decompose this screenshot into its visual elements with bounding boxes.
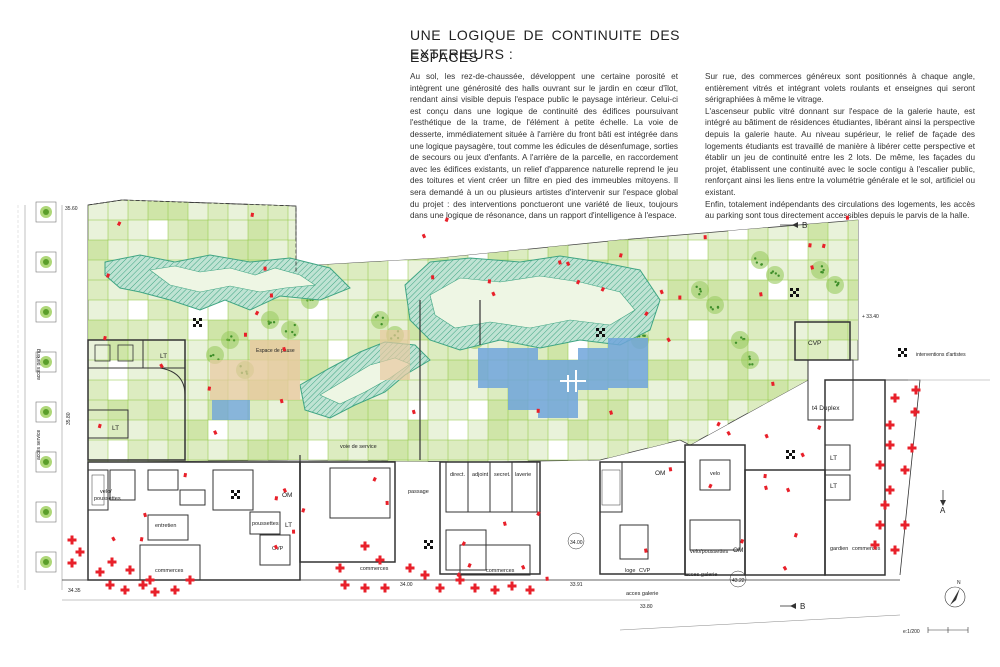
room-label: velo [710,471,720,477]
pause-area: Espace de pause [210,330,410,400]
room-label: gardien [830,546,848,552]
paragraph: Sur rue, des commerces généreux sont pos… [705,72,975,105]
room-label: secret. [494,472,511,478]
section-marker-b-bottom: B [780,602,805,611]
room-label: LT [112,425,119,432]
level-3400: 34.00 [400,582,413,588]
room-label: poussettes [94,496,121,502]
text-column-right: Sur rue, des commerces généreux sont pos… [705,71,975,222]
level-3380: 33.80 [640,604,653,610]
level-4322: 43.22 [732,578,745,584]
svg-text:N: N [957,580,961,586]
stair-hatching [91,469,621,506]
svg-text:B: B [800,602,805,611]
street-label-service: accès service [36,429,42,460]
level-3400b: 34.00 [570,540,583,546]
room-label: poussettes [252,521,279,527]
room-label: commerces [486,568,515,574]
building-left [87,339,186,461]
street-strip: accès parking accès service 35.80 [17,201,72,590]
espace-pause-label: Espace de pause [256,348,295,354]
building-bottom [87,321,886,581]
room-label: loge [625,568,635,574]
room-label: acces galerie [685,572,717,578]
room-label: CVP [808,340,821,347]
paragraph: Enfin, totalement indépendants des circu… [705,199,975,221]
level-3340: + 33.40 [862,314,879,320]
section-title: UNE LOGIQUE DE CONTINUITE DES ESPACES [410,27,680,65]
room-label: direct. [450,472,465,478]
room-label: LT [830,483,837,490]
room-label: t4 Duplex [812,405,840,412]
paragraph: Au sol, les rez-de-chaussée, développent… [410,72,678,221]
level-3580: 35.80 [66,412,72,425]
section-marker-a: A [940,490,946,515]
section-title-continued: EXTERIEURS : [410,46,514,62]
paragraph: L'ascenseur public vitré donnant sur l'e… [705,106,975,197]
level-3435: 34.35 [68,588,81,594]
voie-label: voie de service [340,444,377,450]
svg-text:A: A [940,506,946,515]
room-label: LT [160,353,167,360]
water-feature [212,338,648,420]
room-label: OM [282,492,292,499]
room-label: adjoint [472,472,489,478]
red-cross-markers [67,385,921,597]
room-label: LT [830,455,837,462]
section-marker-b-top: B [780,221,807,230]
people-figures [97,212,850,581]
plot-boundary [87,199,297,272]
svg-text:B: B [802,221,807,230]
room-label: entretien [155,523,176,529]
room-label: CVP [272,546,284,552]
room-label: commerces [155,568,184,574]
artist-markers [193,288,799,549]
street-edge [619,614,901,631]
hill-relief [104,254,661,419]
room-label: CVP [639,568,651,574]
room-label: commerces [360,566,389,572]
legend-artists: interventions d'artistes [898,348,966,358]
svg-text:interventions d'artistes: interventions d'artistes [916,352,966,358]
room-label: velo/ [100,489,112,495]
scale-bar: e:1/200 [903,627,969,635]
room-label: LT [285,522,292,529]
level-3560: 35.60 [65,206,78,212]
svg-text:e:1/200: e:1/200 [903,629,920,635]
room-label: OM [655,470,665,477]
level-3391: 33.91 [570,582,583,588]
room-label: commerces [852,546,881,552]
room-label: OM [733,547,743,554]
text-column-left: Au sol, les rez-de-chaussée, développent… [410,71,678,222]
north-arrow: N [944,580,966,608]
street-label-parking: accès parking [36,349,42,380]
passage-label: passage [408,489,429,495]
room-label: velo/poussettes [690,549,728,555]
room-label: laverie [515,472,531,478]
room-label: acces galerie [626,591,658,597]
